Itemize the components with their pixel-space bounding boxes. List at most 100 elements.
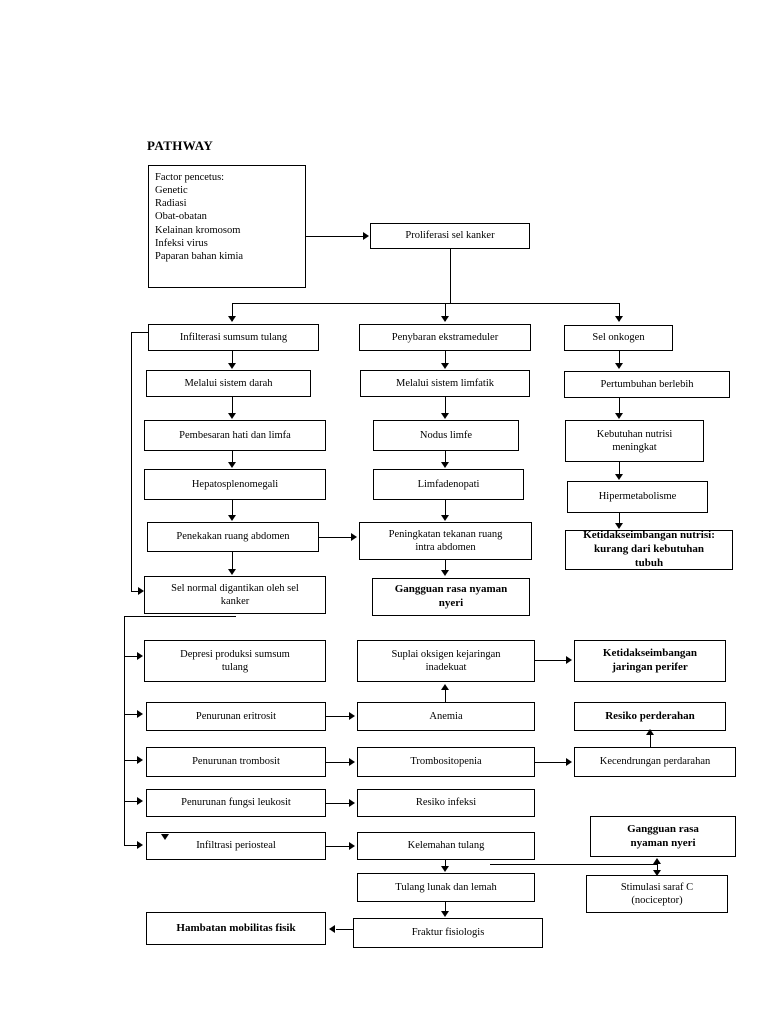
arrowhead xyxy=(441,570,449,576)
connector xyxy=(326,846,350,847)
node-ketidakseimbangan-nutrisi: Ketidakseimbangan nutrisi: kurang dari k… xyxy=(565,530,733,570)
connector xyxy=(326,716,350,717)
arrowhead xyxy=(137,797,143,805)
node-melalui-sistem-darah: Melalui sistem darah xyxy=(146,370,311,397)
node-resiko-infeksi: Resiko infeksi xyxy=(357,789,535,817)
arrowhead xyxy=(566,758,572,766)
connector xyxy=(535,660,567,661)
node-resiko-perderahan: Resiko perderahan xyxy=(574,702,726,731)
arrowhead xyxy=(441,515,449,521)
arrowhead xyxy=(138,587,144,595)
connector xyxy=(445,351,446,364)
arrowhead xyxy=(441,413,449,419)
arrowhead xyxy=(228,569,236,575)
arrowhead xyxy=(137,652,143,660)
node-infilterasi-sumsum-tulang: Infilterasi sumsum tulang xyxy=(148,324,319,351)
connector xyxy=(490,864,657,865)
arrowhead xyxy=(137,841,143,849)
node-nodus-limfe: Nodus limfe xyxy=(373,420,519,451)
arrowhead xyxy=(228,413,236,419)
arrowhead xyxy=(228,316,236,322)
node-ketidakseimbangan-jaringan-perifer: Ketidakseimbangan jaringan perifer xyxy=(574,640,726,682)
connector xyxy=(232,500,233,515)
connector xyxy=(319,537,352,538)
connector xyxy=(619,351,620,364)
node-gangguan-rasa-nyaman-nyeri-2: Gangguan rasa nyaman nyeri xyxy=(590,816,736,857)
node-stimulasi-saraf-c: Stimulasi saraf C (nociceptor) xyxy=(586,875,728,913)
connector xyxy=(450,249,451,303)
arrowhead xyxy=(349,842,355,850)
connector xyxy=(232,552,233,569)
connector xyxy=(124,616,236,617)
connector xyxy=(445,902,446,912)
node-infiltrasi-periosteal: Infiltrasi periosteal xyxy=(146,832,326,860)
node-fraktur-fisiologis: Fraktur fisiologis xyxy=(353,918,543,948)
node-penurunan-eritrosit: Penurunan eritrosit xyxy=(146,702,326,731)
connector xyxy=(124,760,138,761)
arrowhead xyxy=(349,712,355,720)
connector xyxy=(445,397,446,413)
arrowhead xyxy=(441,363,449,369)
connector xyxy=(232,451,233,463)
node-anemia: Anemia xyxy=(357,702,535,731)
connector xyxy=(326,803,350,804)
node-hipermetabolisme: Hipermetabolisme xyxy=(567,481,708,513)
connector xyxy=(445,303,446,321)
node-pembesaran-hati-dan-limfa: Pembesaran hati dan limfa xyxy=(144,420,326,451)
connector xyxy=(232,303,233,321)
node-hambatan-mobilitas-fisik: Hambatan mobilitas fisik xyxy=(146,912,326,945)
arrowhead xyxy=(137,710,143,718)
connector xyxy=(445,690,446,702)
arrowhead xyxy=(363,232,369,240)
node-kebutuhan-nutrisi-meningkat: Kebutuhan nutrisi meningkat xyxy=(565,420,704,462)
node-penurunan-trombosit: Penurunan trombosit xyxy=(146,747,326,777)
arrowhead xyxy=(615,363,623,369)
connector xyxy=(306,236,364,237)
connector xyxy=(232,303,620,304)
connector xyxy=(124,656,138,657)
connector xyxy=(131,332,132,592)
arrowhead xyxy=(329,925,335,933)
node-melalui-sistem-limfatik: Melalui sistem limfatik xyxy=(360,370,530,397)
node-suplai-oksigen-inadekuat: Suplai oksigen kejaringan inadekuat xyxy=(357,640,535,682)
arrowhead xyxy=(615,523,623,529)
connector xyxy=(445,500,446,515)
page-title: PATHWAY xyxy=(147,138,214,153)
connector xyxy=(336,929,353,930)
connector xyxy=(124,616,125,846)
arrowhead xyxy=(441,911,449,917)
connector xyxy=(650,735,651,747)
node-gangguan-rasa-nyaman-nyeri-1: Gangguan rasa nyaman nyeri xyxy=(372,578,530,616)
node-trombositopenia: Trombositopenia xyxy=(357,747,535,777)
node-peningkatan-tekanan-ruang-intra-abdomen: Peningkatan tekanan ruang intra abdomen xyxy=(359,522,532,560)
node-kecendrungan-perdarahan: Kecendrungan perdarahan xyxy=(574,747,736,777)
node-sel-onkogen: Sel onkogen xyxy=(564,325,673,351)
connector xyxy=(124,845,138,846)
arrowhead xyxy=(441,866,449,872)
connector xyxy=(535,762,567,763)
arrowhead xyxy=(646,729,654,735)
arrowhead xyxy=(566,656,572,664)
arrowhead xyxy=(653,870,661,876)
arrowhead xyxy=(615,316,623,322)
node-factor-pencetus: Factor pencetus: Genetic Radiasi Obat-ob… xyxy=(148,165,306,288)
connector xyxy=(131,332,148,333)
connector xyxy=(445,560,446,571)
arrowhead xyxy=(351,533,357,541)
node-penybaran-ekstrameduler: Penybaran ekstrameduler xyxy=(359,324,531,351)
connector xyxy=(326,762,350,763)
connector xyxy=(619,513,620,524)
node-pertumbuhan-berlebih: Pertumbuhan berlebih xyxy=(564,371,730,398)
node-sel-normal-digantikan: Sel normal digantikan oleh sel kanker xyxy=(144,576,326,614)
node-penurunan-fungsi-leukosit: Penurunan fungsi leukosit xyxy=(146,789,326,817)
arrowhead xyxy=(615,474,623,480)
arrowhead xyxy=(653,858,661,864)
arrowhead xyxy=(228,515,236,521)
connector xyxy=(131,591,140,592)
connector xyxy=(619,462,620,474)
node-kelemahan-tulang: Kelemahan tulang xyxy=(357,832,535,860)
node-proliferasi-sel-kanker: Proliferasi sel kanker xyxy=(370,223,530,249)
connector xyxy=(445,451,446,463)
connector xyxy=(232,397,233,413)
